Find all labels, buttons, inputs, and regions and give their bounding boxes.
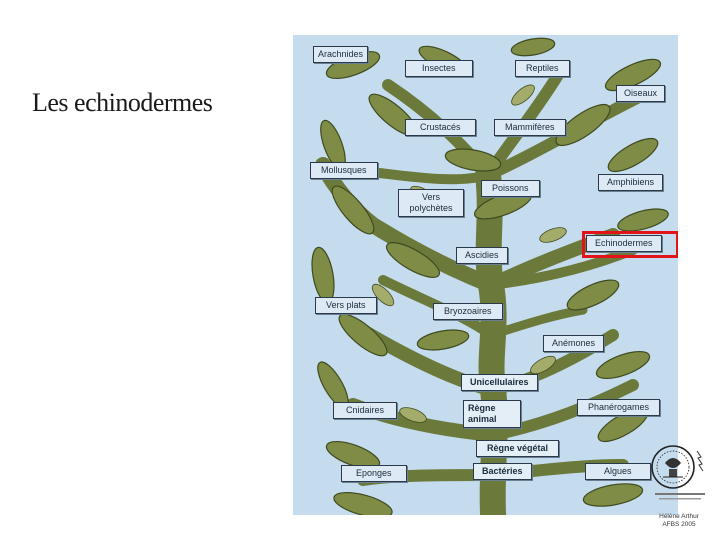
label-mammiferes: Mammifères [494, 119, 566, 136]
label-insectes: Insectes [405, 60, 473, 77]
label-eponges: Eponges [341, 465, 407, 482]
label-cnidaires: Cnidaires [333, 402, 398, 419]
label-unicellulaires: Unicellulaires [461, 374, 538, 391]
tree-of-life-panel: Arachnides Insectes Reptiles Oiseaux Cru… [293, 35, 678, 515]
label-vers-polychetes: Vers polychètes [398, 189, 464, 217]
credit-org: AFBS 2005 [662, 521, 696, 528]
label-anemones: Anémones [543, 335, 605, 352]
label-echinodermes: Echinodermes [586, 235, 662, 252]
slide-title: Les echinodermes [32, 88, 213, 117]
label-regne-vegetal: Règne végétal [476, 440, 560, 457]
label-phanerogames: Phanérogames [577, 399, 661, 416]
label-crustaces: Crustacés [405, 119, 476, 136]
author-credit: Hélène Arthur AFBS 2005 [640, 513, 718, 529]
label-bacteries: Bactéries [473, 463, 532, 480]
label-bryozoaires: Bryozoaires [433, 303, 503, 320]
institution-seal-logo [651, 445, 705, 500]
label-reptiles: Reptiles [515, 60, 570, 77]
label-algues: Algues [585, 463, 651, 480]
label-amphibiens: Amphibiens [598, 174, 664, 191]
label-mollusques: Mollusques [310, 162, 378, 179]
label-regne-animal: Règne animal [463, 400, 521, 428]
credit-name: Hélène Arthur [659, 513, 699, 520]
label-ascidies: Ascidies [456, 247, 508, 264]
echinodermes-highlight-box [582, 231, 678, 258]
label-vers-plats: Vers plats [315, 297, 377, 314]
label-oiseaux: Oiseaux [616, 85, 666, 102]
label-poissons: Poissons [481, 180, 540, 197]
label-arachnides: Arachnides [313, 46, 369, 63]
